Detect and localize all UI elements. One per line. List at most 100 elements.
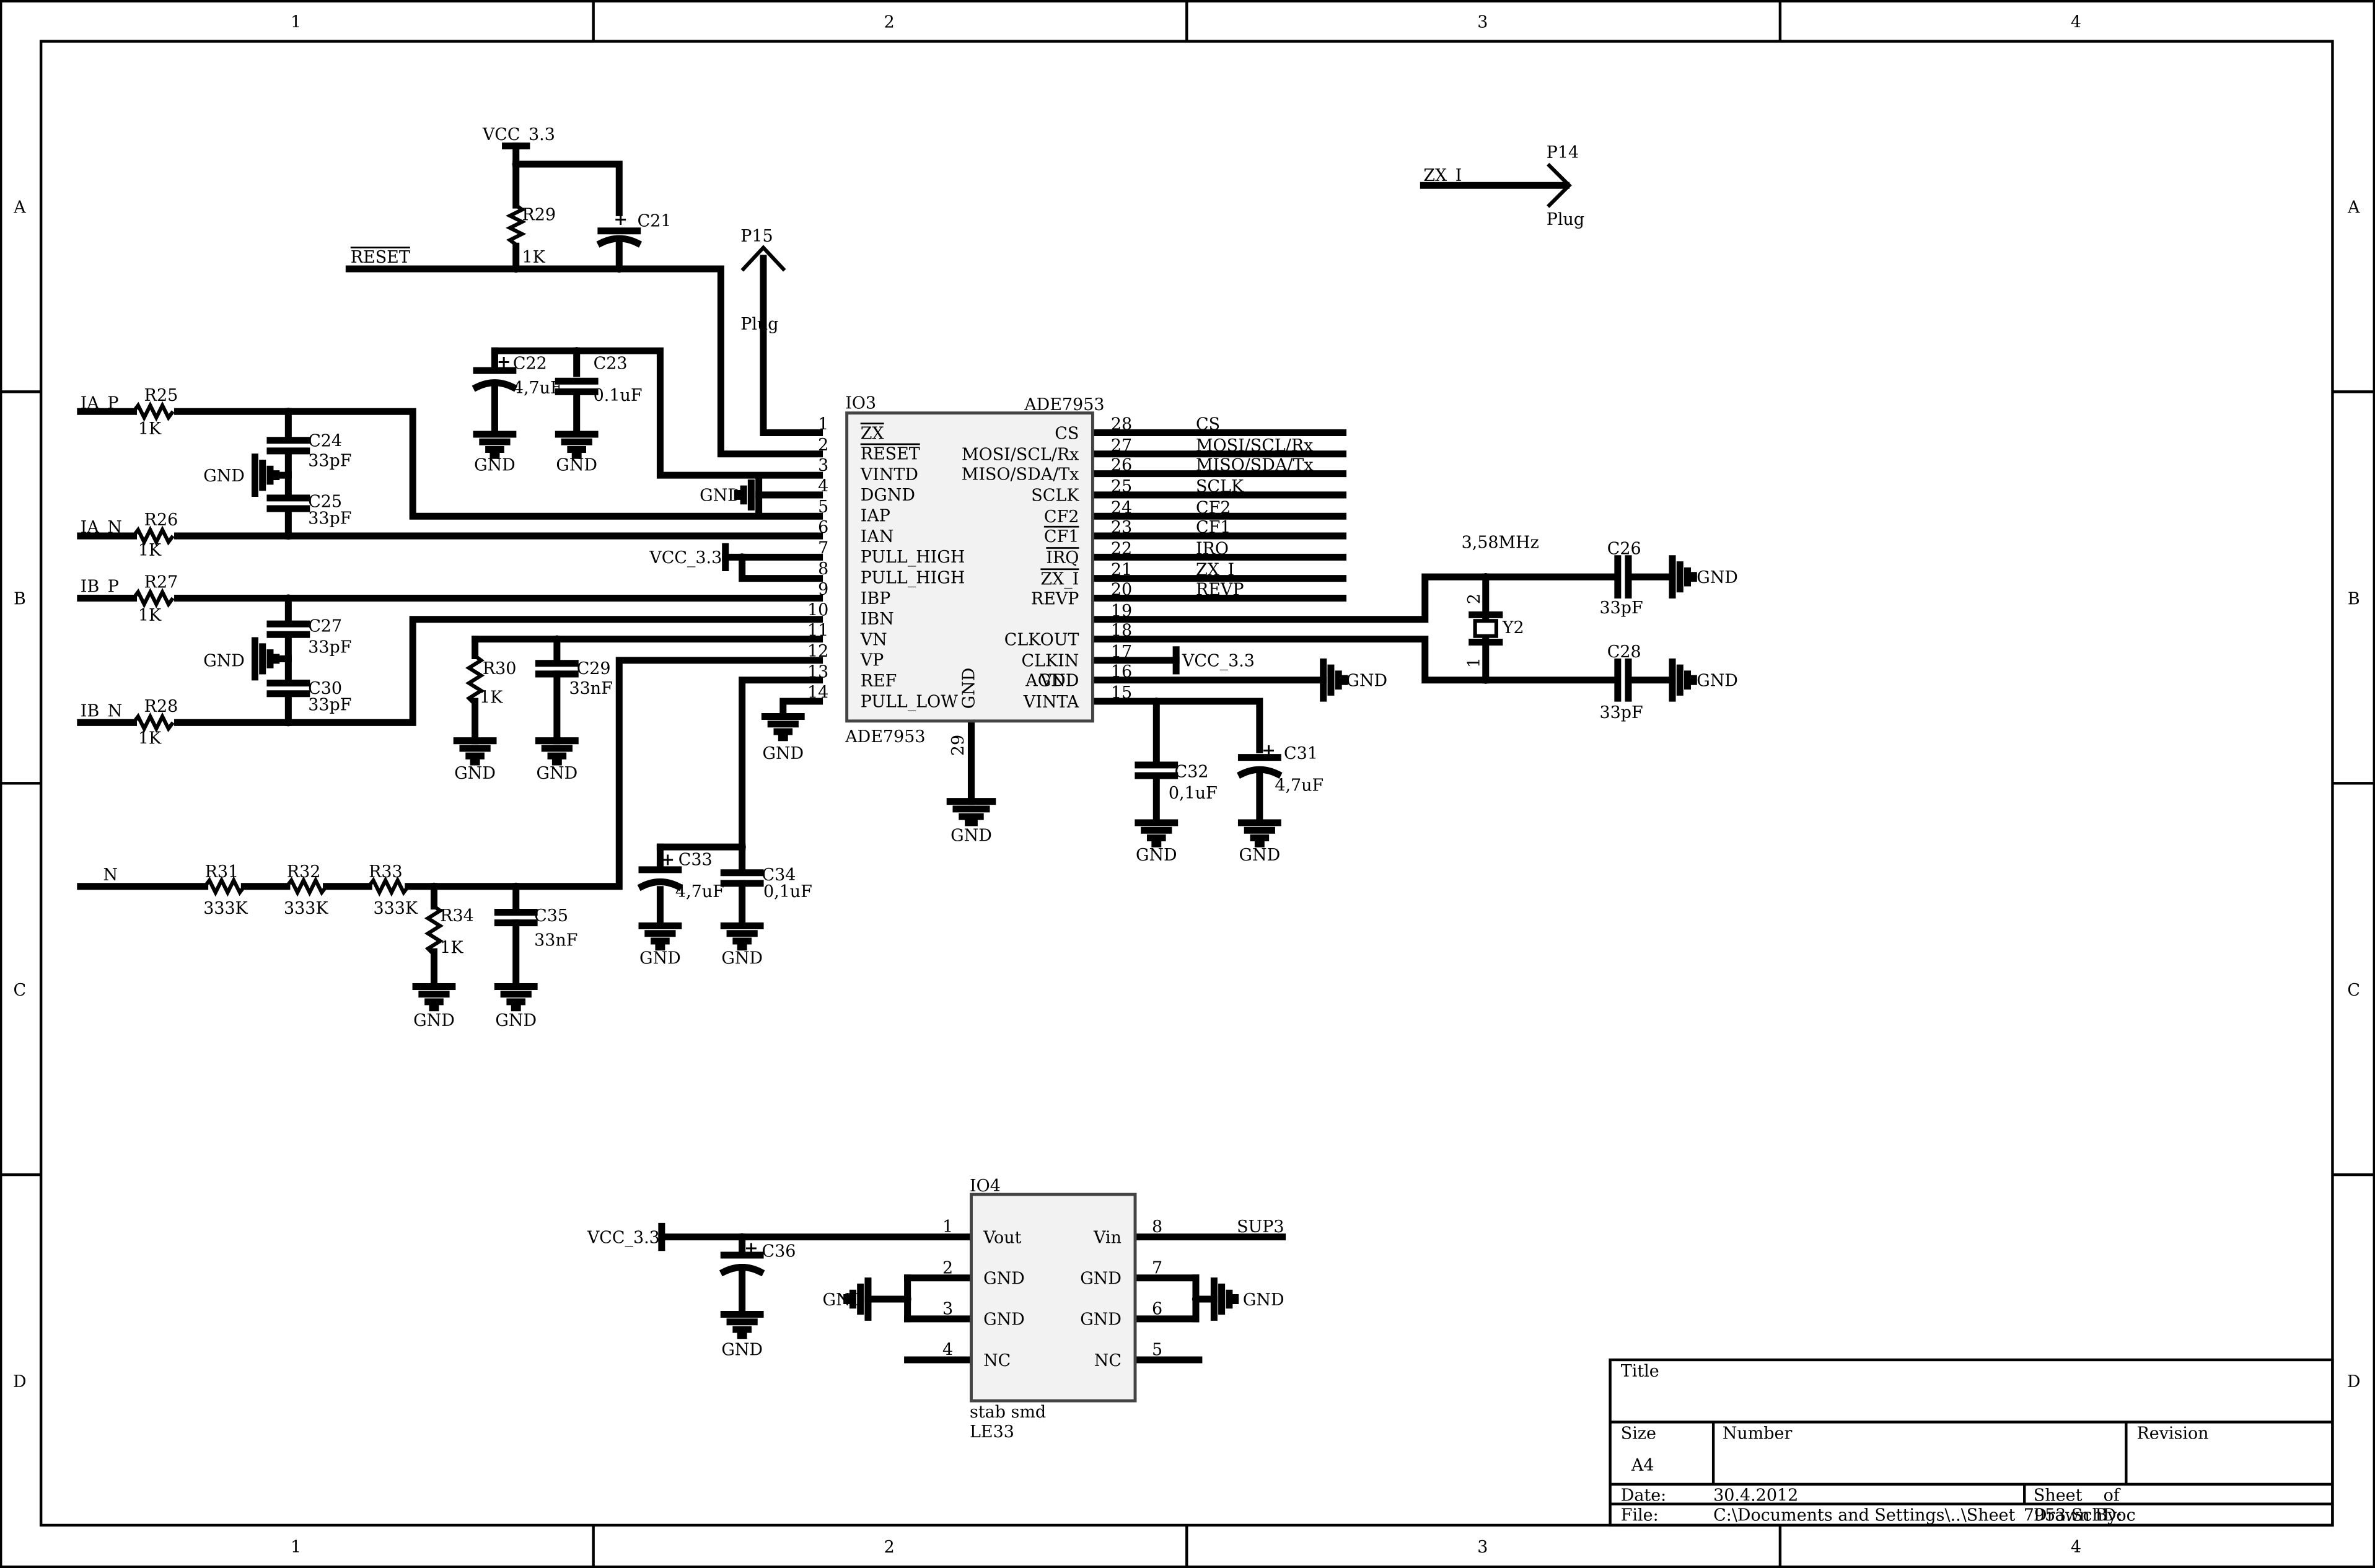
col-label-1-bottom: 1 [291, 1538, 301, 1557]
gnd-c28-icon [1669, 658, 1697, 702]
ade-right-net-label: SCLK [1196, 477, 1244, 496]
r29-body [506, 203, 527, 247]
wires [77, 142, 1676, 1364]
vcc-reg-label: VCC_3.3 [587, 1228, 660, 1247]
ade-right-pin-num: 21 [1111, 561, 1132, 580]
c24-body [266, 437, 310, 455]
c35-body [494, 908, 538, 927]
port-labels: P15 Plug P14 Plug [740, 143, 1584, 334]
ade7953-chip [845, 411, 1094, 723]
ade-left-pin-num: 14 [807, 683, 828, 703]
r29-value: 1K [522, 248, 546, 267]
ade-left-pin-name: PULL_LOW [861, 692, 959, 711]
c33-body [637, 866, 683, 891]
gnd-label-c34: GND [721, 949, 763, 968]
gnd-label-dgnd: GND [700, 486, 741, 506]
gnd-label-c32: GND [1136, 846, 1177, 865]
gnd-label-c28: GND [1697, 672, 1738, 691]
ade-left-pin-name: ZX [861, 424, 885, 443]
col-label-4-bottom: 4 [2071, 1538, 2081, 1557]
le33-labels: IO4 stab smd LE33 [970, 1176, 1046, 1442]
gnd-label-c31: GND [1239, 846, 1280, 865]
c30-ref: C30 [308, 679, 342, 698]
ade-left-pin-num: 6 [818, 518, 828, 537]
crystal-y2 [1468, 611, 1503, 646]
c35-ref: C35 [534, 906, 568, 926]
ade-left-pin-name: IBP [861, 589, 891, 608]
gnd-label-c33: GND [639, 949, 681, 968]
le33-left-pin-name: GND [983, 1310, 1025, 1329]
le33-right-pin-num: 6 [1152, 1299, 1162, 1318]
gnd-c23-icon [555, 431, 599, 459]
vcc-vdd-label: VCC_3.3 [1182, 652, 1255, 671]
c31-value: 4,7uF [1275, 776, 1324, 795]
gnd-c36-icon [720, 1310, 764, 1339]
c30-body [266, 680, 310, 698]
le33-left-pin-name: Vout [983, 1228, 1022, 1247]
ade7953-part-bottom: ADE7953 [845, 727, 925, 747]
n-net-label: N [103, 865, 118, 885]
reset-net-label: RESET [351, 248, 410, 267]
component-labels: R29 1K C21 C22 4,7uF C23 0.1uF R25 1K R2… [138, 206, 1643, 1261]
ade-right-pin-num: 19 [1111, 602, 1132, 621]
ade-right-pin-num: 15 [1111, 683, 1132, 703]
gnd-c32-icon [1135, 819, 1179, 848]
c34-ref: C34 [762, 865, 796, 885]
ade7953-labels: IO3 ADE7953 ADE7953 GND 29 [845, 393, 1104, 756]
ground-symbols [251, 431, 1697, 1339]
ade-right-pin-num: 22 [1111, 539, 1132, 558]
ade-left-pin-num: 13 [807, 662, 828, 681]
r31-body [203, 876, 246, 897]
le33-left-pin-num: 1 [942, 1217, 953, 1237]
gnd-label-agnd: GND [1346, 672, 1387, 691]
c21-body [596, 227, 643, 248]
ade-right-pin-name: ZX_I [1040, 569, 1079, 589]
crystal-y2-body [1473, 619, 1498, 638]
title-block-text: Title Size A4 Number Revision Date: 30.4… [1621, 1362, 2209, 1525]
ade-right-pin-name: REVP [1031, 589, 1079, 608]
ade-right-pin-name: AGND [1025, 672, 1079, 691]
ade-right-net-label: REVP [1196, 580, 1244, 600]
frame-row-labels: A B C D A B C D [13, 198, 2360, 1391]
r25-value: 1K [138, 419, 162, 439]
gnd-reg-right-icon [1210, 1277, 1239, 1321]
ade-left-pin-name: IAN [861, 527, 894, 546]
le33-left-pin-name: NC [983, 1351, 1011, 1370]
ade-left-pin-name: IAP [861, 507, 890, 526]
gnd-label-c29: GND [537, 764, 578, 783]
r26-value: 1K [138, 541, 162, 560]
ade-left-pin-num: 4 [818, 477, 828, 496]
ade-right-pin-name: CF1 [1044, 527, 1079, 546]
r34-body [424, 904, 444, 957]
gnd-label-ia: GND [203, 466, 245, 486]
row-label-a: A [13, 198, 26, 217]
ade-left-pin-name: PULL_HIGH [861, 548, 965, 567]
drawn-by-label: Drawn By: [2034, 1506, 2123, 1525]
ade-right-pin-num: 17 [1111, 642, 1132, 662]
number-label: Number [1723, 1424, 1793, 1443]
ia-n-net-label: IA_N [81, 518, 122, 537]
ade-right-pin-name: CF2 [1044, 507, 1079, 527]
c32-body [1135, 761, 1179, 779]
c29-value: 33nF [569, 679, 612, 698]
gnd-c31-icon [1237, 819, 1281, 848]
c32-value: 0,1uF [1169, 784, 1218, 803]
col-label-1: 1 [291, 13, 301, 32]
c27-ref: C27 [308, 616, 342, 636]
row-label-a-right: A [2347, 198, 2360, 217]
ade-left-pin-num: 1 [818, 415, 828, 434]
r27-ref: R27 [144, 572, 178, 592]
ade-right-pin-num: 25 [1111, 477, 1132, 496]
ade-right-pin-num: 26 [1111, 456, 1132, 475]
ade-left-pin-num: 5 [818, 497, 828, 517]
r26-body [132, 525, 175, 546]
ade-right-pin-name: MOSI/SCL/Rx [962, 445, 1079, 465]
gnd-label-r30: GND [454, 764, 496, 783]
c35-value: 33nF [534, 931, 577, 950]
size-value: A4 [1631, 1456, 1654, 1475]
title-block [1609, 1358, 2334, 1527]
r26-ref: R26 [144, 510, 178, 530]
